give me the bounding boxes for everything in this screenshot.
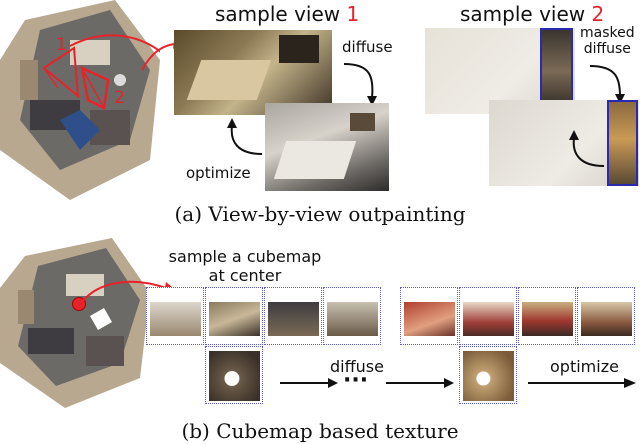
optimize-arrow-a <box>227 118 263 155</box>
sample-cubemap-label: sample a cubemap at center <box>160 247 330 285</box>
diffuse-label-b: diffuse <box>330 357 384 376</box>
cube-left-0-img <box>150 302 201 336</box>
optimize-label-a: optimize <box>186 164 251 182</box>
cube-left-0 <box>146 287 204 345</box>
view2-title: sample view 2 <box>460 2 604 26</box>
cube-left-2 <box>264 287 322 345</box>
cube-left-bottom <box>205 346 263 404</box>
caption-b: (b) Cubemap based texture <box>181 419 459 443</box>
view1-photo <box>174 30 332 115</box>
cube-left-1-img <box>209 302 260 336</box>
arrow-to-right-cubemap <box>386 378 454 388</box>
cube-right-3 <box>577 287 635 345</box>
diffuse-arrow-a <box>343 63 377 106</box>
cube-right-1-img <box>463 302 514 336</box>
cube-right-bottom <box>459 346 517 404</box>
diffuse-arrow-b <box>280 378 338 388</box>
masked-diffuse-label: masked diffuse <box>580 25 635 57</box>
view2-number: 2 <box>591 2 605 26</box>
sample-cubemap-line2: at center <box>208 266 282 285</box>
sample-cubemap-line1: sample a cubemap <box>168 247 322 266</box>
cube-left-bottom-img <box>209 351 260 401</box>
view1-diffused-photo <box>265 103 389 191</box>
view1-bed <box>186 60 272 100</box>
cube-right-0-img <box>404 302 455 336</box>
view2-title-text: sample view <box>460 2 592 26</box>
view1-title: sample view 1 <box>215 2 359 26</box>
diffuse-label-a: diffuse <box>342 38 393 56</box>
cube-left-2-img <box>268 302 319 336</box>
view2-diffused-strip <box>607 100 638 186</box>
cube-left-1 <box>205 287 263 345</box>
diffused-frame <box>350 113 375 131</box>
masked-diffuse-arrow <box>589 65 625 104</box>
diffused-bed <box>273 141 357 179</box>
caption-a: (a) View-by-view outpainting <box>174 202 466 226</box>
view1-title-text: sample view <box>215 2 347 26</box>
cube-right-2 <box>518 287 576 345</box>
optimize-label-b: optimize <box>550 357 619 376</box>
cube-left-3-img <box>327 302 378 336</box>
cube-right-3-img <box>581 302 632 336</box>
room-scan-top <box>0 0 160 200</box>
view1-number: 1 <box>346 2 360 26</box>
masked-diffuse-line2: diffuse <box>583 41 631 57</box>
view1-cabinet <box>279 35 319 63</box>
cube-right-bottom-img <box>463 351 514 401</box>
cube-right-2-img <box>522 302 573 336</box>
frustum-marker-2: 2 <box>114 88 125 108</box>
masked-diffuse-line1: masked <box>580 25 635 41</box>
cube-right-1 <box>459 287 517 345</box>
cube-left-3 <box>323 287 381 345</box>
room-scan-bottom <box>0 238 150 408</box>
optimize-arrow-view2 <box>569 130 605 167</box>
ellipsis-label: ··· <box>343 368 369 393</box>
optimize-arrow-b <box>528 378 636 388</box>
frustum-marker-1: 1 <box>56 35 67 55</box>
cube-right-0 <box>400 287 458 345</box>
